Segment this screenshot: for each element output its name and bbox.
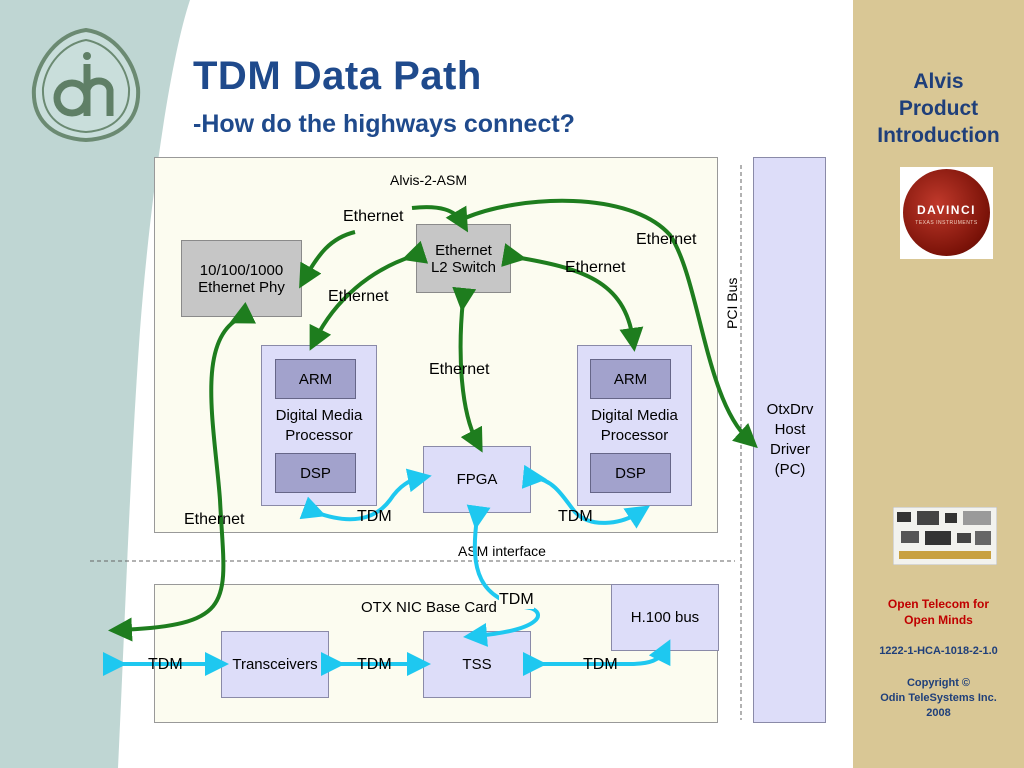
tdm-label: TDM <box>357 508 392 525</box>
sidebar-title-line: Product <box>898 97 979 120</box>
slide-subtitle: -How do the highways connect? <box>193 110 575 138</box>
ethernet-arrow-switch-to-arm <box>309 240 429 351</box>
tdm-label: TDM <box>148 656 183 673</box>
tagline-line: Open Minds <box>904 613 973 627</box>
tdm-arrow-right-dsp-fpga <box>521 464 651 529</box>
ethernet-label: Ethernet <box>343 208 404 225</box>
host-driver-line: Host <box>774 421 806 438</box>
host-driver-line: Driver <box>770 441 810 458</box>
host-driver-label: OtxDrv Host Driver (PC) <box>764 400 816 480</box>
ethernet-label: Ethernet <box>184 511 245 528</box>
copyright-line: Odin TeleSystems Inc. <box>880 692 997 704</box>
tdm-label: TDM <box>357 656 392 673</box>
host-driver-line: (PC) <box>774 461 806 478</box>
ethernet-phy-label: 10/100/1000 <box>199 261 284 279</box>
copyright-line: Copyright © <box>906 677 971 689</box>
l2-switch-label: Ethernet <box>435 241 492 259</box>
tdm-arrow-left-dsp-fpga <box>299 468 432 522</box>
ethernet-arrow-to-host <box>464 198 758 449</box>
media-processor-label: Digital Media <box>591 407 678 424</box>
ethernet-label: Ethernet <box>429 361 490 378</box>
ethernet-arrow-to-switch-top <box>411 205 469 233</box>
host-driver-line: OtxDrv <box>766 401 814 418</box>
davinci-logo-subtext: TEXAS INSTRUMENTS <box>915 220 978 226</box>
media-processor-label: Processor <box>285 427 353 444</box>
slide-title: TDM Data Path <box>193 54 482 98</box>
tagline: Open Telecom for Open Minds <box>853 596 1024 628</box>
document-number: 1222-1-HCA-1018-2-1.0 <box>879 645 998 657</box>
media-processor-right-label: Digital Media Processor <box>577 406 692 446</box>
sidebar-title: Alvis Product Introduction <box>853 68 1024 149</box>
l2-switch-box: Ethernet L2 Switch <box>416 224 511 293</box>
ethernet-arrow-switch-fpga <box>452 286 483 453</box>
copyright-line: 2008 <box>926 707 951 719</box>
tagline-line: Open Telecom for <box>887 597 990 611</box>
arm-left: ARM <box>275 359 356 399</box>
nic-card-title: OTX NIC Base Card <box>361 599 497 616</box>
ethernet-label: Ethernet <box>565 259 626 276</box>
media-processor-label: Processor <box>600 427 669 444</box>
nic-card-photo <box>893 507 997 565</box>
tdm-label: TDM <box>558 508 593 525</box>
arm-right: ARM <box>590 359 671 399</box>
odin-logo <box>31 27 141 143</box>
sidebar-panel <box>853 0 1024 768</box>
ethernet-arrow-phy-to-front <box>108 301 257 642</box>
ethernet-arrow-switch-to-phy <box>299 230 356 289</box>
host-driver-box <box>753 157 826 723</box>
ethernet-label: Ethernet <box>636 231 697 248</box>
sidebar-title-line: Alvis <box>913 70 964 93</box>
ethernet-phy-label: Ethernet Phy <box>198 278 285 296</box>
davinci-logo-text: DAVINCI <box>917 203 976 217</box>
asm-module-title: Alvis-2-ASM <box>390 172 468 188</box>
transceivers-box: Transceivers <box>221 631 329 698</box>
copyright: Copyright © Odin TeleSystems Inc. 2008 <box>853 676 1024 721</box>
ethernet-arrow-switch-to-right-arm <box>501 243 644 352</box>
media-processor-label: Digital Media <box>275 407 363 424</box>
tdm-arrow-fpga-tss <box>463 504 540 647</box>
ethernet-label: Ethernet <box>328 288 389 305</box>
tdm-label: TDM <box>499 591 534 609</box>
sidebar-title-line: Introduction <box>877 124 1000 147</box>
tdm-label: TDM <box>583 656 618 673</box>
davinci-logo: DAVINCI TEXAS INSTRUMENTS <box>900 167 993 259</box>
tdm-arrow-tss-h100 <box>523 639 671 676</box>
l2-switch-label: L2 Switch <box>430 258 497 276</box>
media-processor-left-label: Digital Media Processor <box>261 406 377 446</box>
